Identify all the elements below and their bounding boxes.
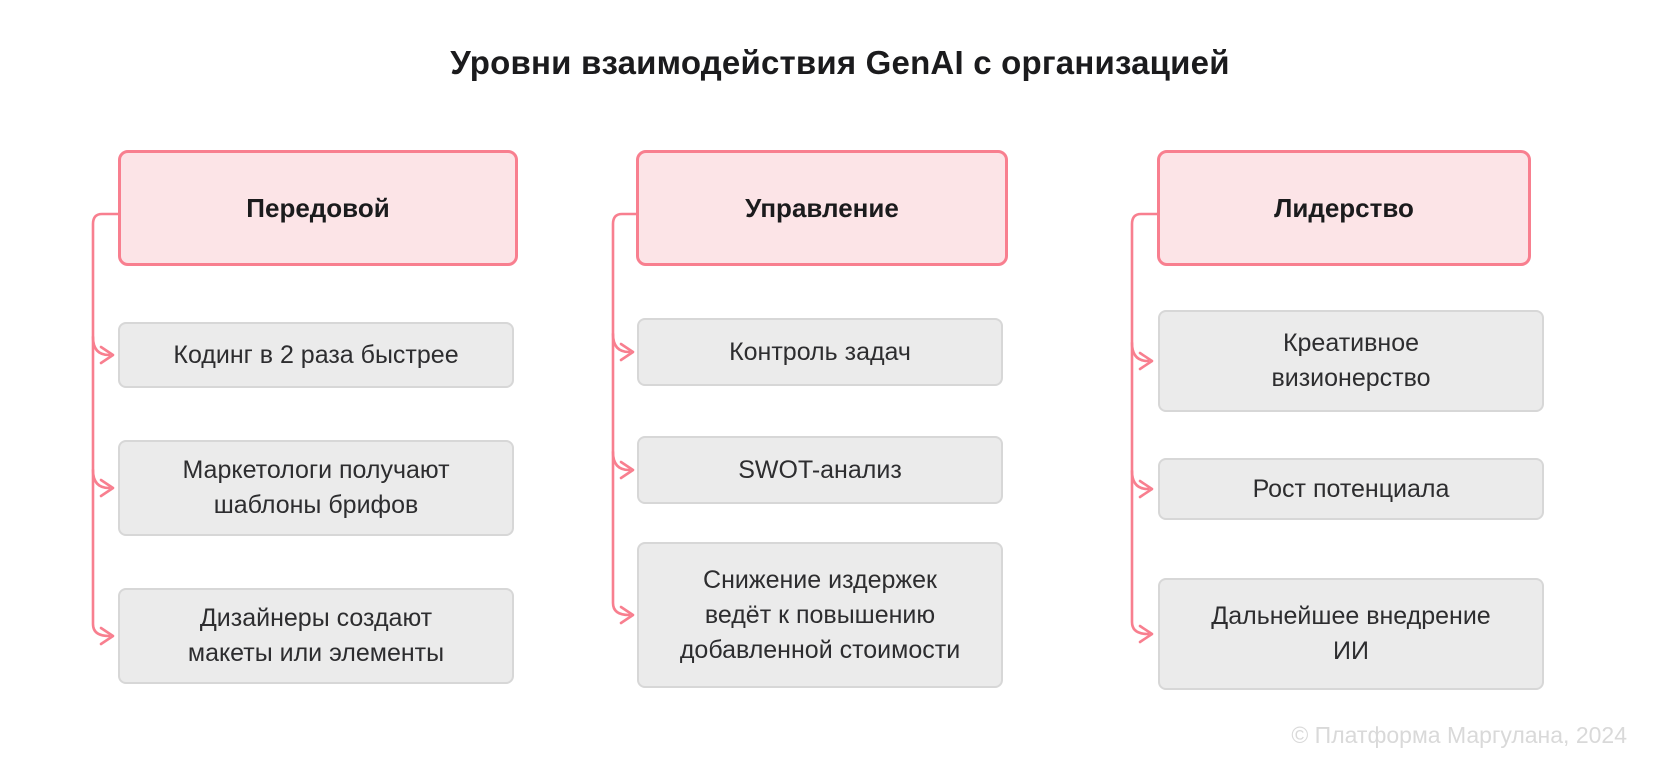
item-label: SWOT-анализ <box>738 455 902 484</box>
item-label: Контроль задач <box>729 337 911 366</box>
connector-path <box>91 212 120 638</box>
item-box-marketers: Маркетологи получают шаблоны брифов <box>118 440 514 536</box>
item-box-cost-reduction: Снижение издержек ведёт к повышению доба… <box>637 542 1003 688</box>
item-box-further-ai-adoption: Дальнейшее внедрение ИИ <box>1158 578 1544 690</box>
header-label: Лидерство <box>1274 192 1414 223</box>
connector-path <box>611 450 631 472</box>
arrowhead-icon <box>1138 624 1154 644</box>
item-box-designers: Дизайнеры создают макеты или элементы <box>118 588 514 684</box>
arrowhead-icon <box>99 345 115 365</box>
arrowhead-icon <box>1138 479 1154 499</box>
item-label: Креативное визионерство <box>1271 329 1431 392</box>
arrowhead-icon <box>619 605 635 625</box>
item-box-creative-vision: Креативное визионерство <box>1158 310 1544 412</box>
item-box-swot: SWOT-анализ <box>637 436 1003 504</box>
connector-path <box>91 468 111 490</box>
arrowhead-icon <box>1138 351 1154 371</box>
header-label: Управление <box>745 192 899 223</box>
item-label: Маркетологи получают шаблоны брифов <box>182 456 450 519</box>
connector-path <box>1130 469 1150 491</box>
connector-path <box>611 212 638 617</box>
arrowhead-icon <box>99 478 115 498</box>
item-label: Дизайнеры создают макеты или элементы <box>187 604 445 667</box>
item-box-task-control: Контроль задач <box>637 318 1003 386</box>
item-box-potential-growth: Рост потенциала <box>1158 458 1544 520</box>
item-box-coding: Кодинг в 2 раза быстрее <box>118 322 514 388</box>
item-label: Снижение издержек ведёт к повышению доба… <box>679 565 961 664</box>
header-label: Передовой <box>246 192 390 223</box>
header-box-leadership: Лидерство <box>1157 150 1531 266</box>
arrowhead-icon <box>619 460 635 480</box>
item-label: Рост потенциала <box>1252 474 1450 503</box>
header-box-management: Управление <box>636 150 1008 266</box>
connector-path <box>1130 212 1159 636</box>
connector-path <box>611 332 631 354</box>
arrowhead-icon <box>619 342 635 362</box>
copyright-text: © Платформа Маргулана, 2024 <box>1291 722 1627 748</box>
header-box-frontline: Передовой <box>118 150 518 266</box>
item-label: Дальнейшее внедрение ИИ <box>1211 602 1491 665</box>
connector-path <box>1130 341 1150 363</box>
page-title: Уровни взаимодействия GenAI с организаци… <box>450 44 1230 81</box>
connector-path <box>91 335 111 357</box>
arrowhead-icon <box>99 626 115 646</box>
item-label: Кодинг в 2 раза быстрее <box>173 340 459 369</box>
